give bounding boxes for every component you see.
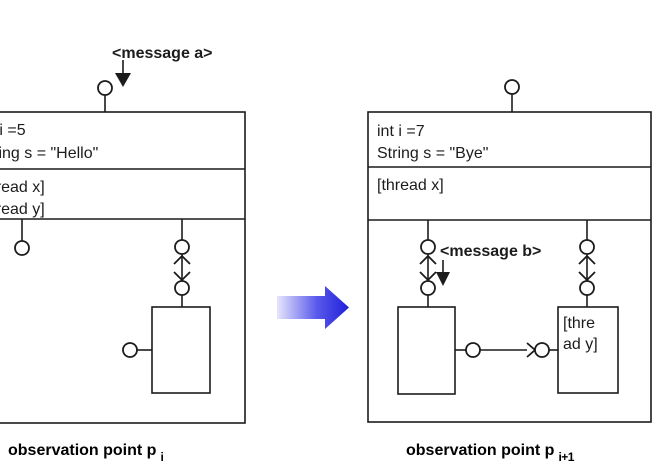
left-thread-y-label: [thread y] — [0, 201, 45, 218]
left-attribute-string: String s = "Hello" — [0, 145, 99, 162]
left-attribute-int: int i =5 — [0, 122, 26, 139]
right-top-interface-circle — [504, 79, 520, 95]
left-caption-subscript: i — [160, 450, 164, 464]
right-right-chain-down-chevron-icon — [578, 271, 596, 282]
right-inner-object-label-line2: ad y] — [563, 336, 598, 353]
connector-circle-left — [465, 342, 481, 358]
left-port-circle — [14, 240, 30, 256]
right-attribute-string: String s = "Bye" — [377, 145, 489, 162]
right-left-chain-circle-top — [420, 239, 436, 255]
right-caption-subscript: i+1 — [558, 450, 574, 464]
left-top-interface-circle — [97, 80, 113, 96]
right-inner-object-label-line1: [thre — [563, 315, 596, 332]
right-right-chain-circle-top — [579, 239, 595, 255]
transition-arrow-icon — [277, 286, 349, 329]
connector-circle-right — [534, 342, 550, 358]
right-right-chain-circle-bottom — [579, 280, 595, 296]
right-inner-object-left — [397, 306, 456, 395]
right-left-chain-circle-bottom — [420, 280, 436, 296]
right-thread-x-label: [thread x] — [377, 177, 444, 194]
message-b-label: <message b> — [440, 243, 542, 260]
message-a-arrowhead-icon — [115, 73, 131, 87]
left-chain-circle-top — [174, 239, 190, 255]
left-caption-text: observation point p — [8, 442, 157, 459]
left-object-box — [0, 111, 246, 424]
left-inner-object — [151, 306, 211, 394]
left-chain-circle-bottom — [174, 280, 190, 296]
right-right-chain-up-chevron-icon — [578, 254, 596, 265]
left-thread-x-label: [thread x] — [0, 179, 45, 196]
right-caption-text: observation point p — [406, 442, 555, 459]
right-left-chain-up-chevron-icon — [419, 254, 437, 265]
left-chain-down-chevron-icon — [173, 271, 191, 282]
message-b-arrowhead-icon — [436, 272, 450, 286]
message-a-label: <message a> — [112, 45, 213, 62]
right-left-chain-down-chevron-icon — [419, 271, 437, 282]
right-attribute-int: int i =7 — [377, 123, 425, 140]
right-object-box — [367, 111, 652, 423]
left-inner-port-circle — [122, 342, 138, 358]
left-chain-up-chevron-icon — [173, 254, 191, 265]
connector-right-chevron-icon — [526, 342, 537, 358]
